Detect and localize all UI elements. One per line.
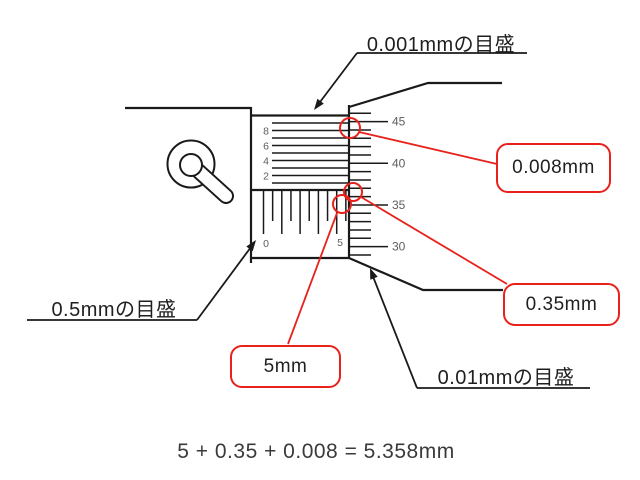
lock-lever-inner-ring — [179, 153, 203, 177]
thimble-label-40: 40 — [392, 156, 406, 170]
callout-0008mm-text: 0.008mm — [512, 157, 595, 178]
sleeve-label-0: 0 — [263, 238, 269, 250]
vernier-label-4: 4 — [263, 156, 269, 168]
thimble-label-30: 30 — [392, 240, 406, 254]
thimble-label-35: 35 — [392, 198, 406, 212]
highlight-circle-0008 — [339, 117, 361, 139]
red-leader-5mm — [287, 212, 338, 345]
callout-box-035mm: 0.35mm — [503, 283, 620, 326]
leader-001-arrowhead — [370, 268, 378, 280]
label-0001mm-scale: 0.001mmの目盛 — [366, 34, 516, 56]
vernier-label-8: 8 — [263, 126, 269, 138]
callout-box-0008mm: 0.008mm — [496, 143, 611, 193]
reading-formula: 5 + 0.35 + 0.008 = 5.358mm — [177, 440, 455, 463]
vernier-label-6: 6 — [263, 141, 269, 153]
vernier-label-2: 2 — [263, 171, 269, 183]
thimble-top-edge — [348, 81, 502, 109]
sleeve-label-5: 5 — [337, 237, 343, 249]
label-001mm-scale: 0.01mmの目盛 — [437, 367, 575, 389]
red-leader-035 — [360, 196, 508, 285]
vernier-lines — [272, 122, 348, 184]
callout-035mm-text: 0.35mm — [525, 293, 598, 315]
callout-box-5mm: 5mm — [230, 345, 341, 388]
leader-001-line — [371, 273, 418, 389]
red-leader-0008 — [358, 131, 498, 165]
leader-05-line — [196, 246, 252, 321]
highlight-circle-035 — [343, 182, 363, 202]
leader-0001-line — [316, 52, 358, 107]
thimble-bottom-edge — [348, 256, 503, 292]
callout-5mm-text: 5mm — [263, 355, 308, 377]
highlight-circle-5mm — [332, 194, 352, 214]
leader-05-arrowhead — [246, 240, 256, 252]
leader-0001-arrowhead — [314, 98, 324, 110]
sleeve-ticks — [262, 191, 347, 234]
thimble-label-45: 45 — [392, 115, 406, 129]
label-05mm-scale: 0.5mmの目盛 — [51, 299, 177, 321]
